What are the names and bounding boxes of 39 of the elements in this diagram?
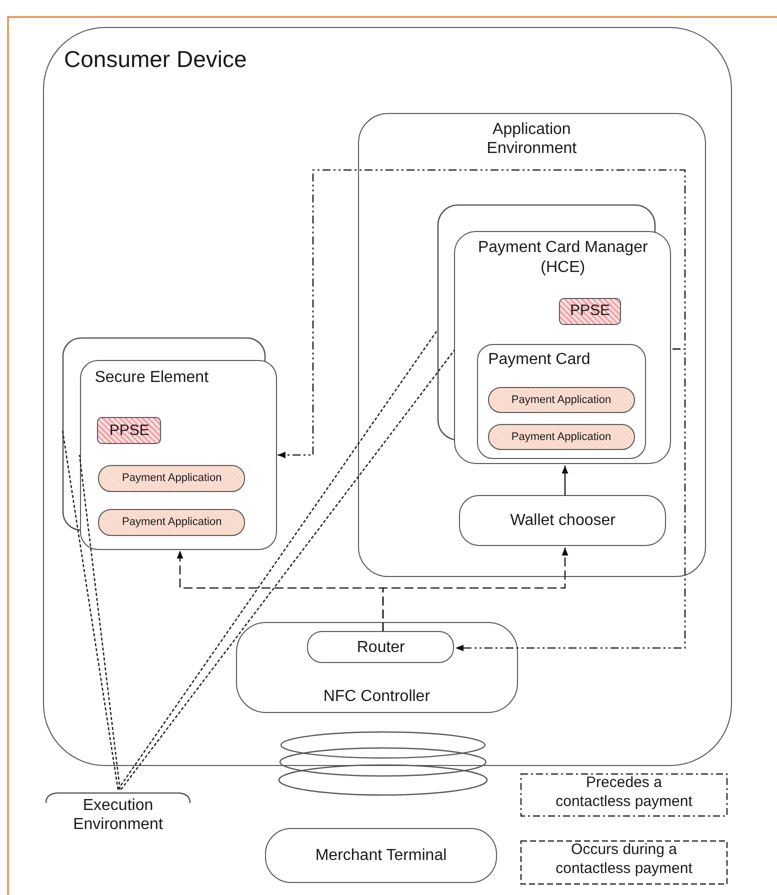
- connector-line: [62, 429, 121, 790]
- node-label: PPSE: [108, 422, 150, 440]
- router-box: [307, 631, 454, 664]
- ppse-box: [97, 417, 162, 444]
- application-pill: [488, 424, 635, 450]
- node-label: Merchant Terminal: [314, 846, 448, 866]
- terminal-box: [265, 828, 497, 883]
- legend-key: Occurs during a contactless payment: [520, 840, 728, 885]
- chooser-box: [459, 495, 666, 546]
- node-label: Execution Environment: [72, 796, 164, 834]
- application-pill: [488, 386, 635, 413]
- node-label: Payment Card Manager (HCE): [476, 238, 649, 277]
- ppse-box: [559, 298, 622, 326]
- node-label: Consumer Device: [64, 46, 247, 74]
- arrow: [278, 169, 686, 458]
- node-label: NFC Controller: [322, 686, 432, 706]
- node-label: Secure Element: [94, 368, 209, 387]
- connector-line: [117, 329, 456, 790]
- node-label: Payment Application: [510, 394, 612, 407]
- node-label: Payment Card: [488, 350, 590, 370]
- device-container: [43, 27, 732, 766]
- controller-box: [236, 622, 518, 713]
- node-label: PPSE: [569, 302, 612, 320]
- node-label: Payment Application: [121, 516, 223, 530]
- node-label: Application Environment: [486, 120, 578, 158]
- node-label: Router: [356, 638, 406, 658]
- node-label: Payment Application: [121, 472, 223, 486]
- arrow: [456, 348, 686, 652]
- application-pill: [98, 465, 246, 492]
- node-label: Payment Application: [510, 430, 612, 444]
- arrow: [382, 548, 568, 632]
- manager-box: [454, 231, 672, 464]
- card-box: [477, 344, 646, 460]
- environment-container: [358, 112, 706, 577]
- node-label: Wallet chooser: [509, 511, 616, 531]
- application-pill: [98, 509, 246, 536]
- legend-key: Precedes a contactless payment: [520, 773, 728, 817]
- secure-element-box: [80, 360, 277, 550]
- arrow: [562, 466, 568, 496]
